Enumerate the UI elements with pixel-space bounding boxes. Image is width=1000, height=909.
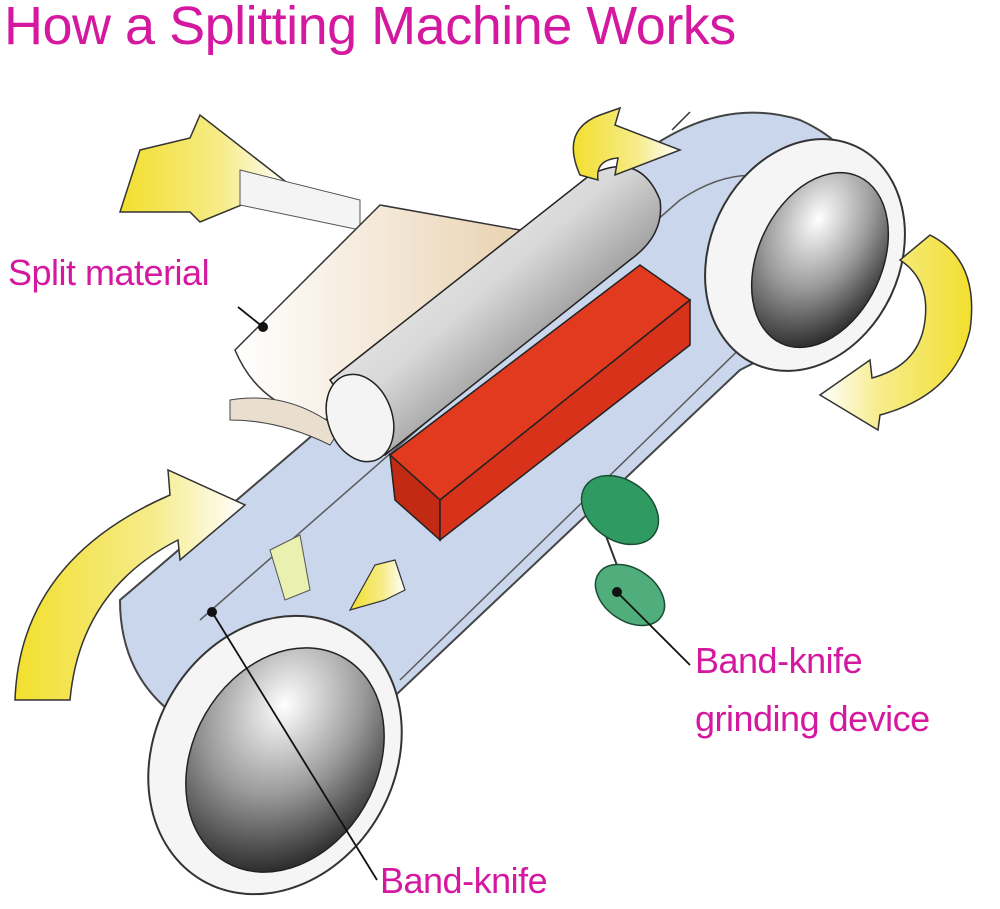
rear-pulley [704,138,906,372]
front-pulley [147,614,403,896]
pressure-block [388,264,692,542]
inner-arrow-icon [269,534,406,611]
feed-roller [325,166,662,463]
leader-dots [207,322,622,617]
band-direction-arrow-right-icon [818,234,973,432]
roller-rotation-arrow-icon [572,106,691,182]
grinding-wheel-icon [580,474,666,627]
label-grinding-device-line1: Band-knife [695,640,863,681]
leader-lines [211,306,691,881]
feed-direction-arrow-left-icon [14,468,247,701]
page-title: How a Splitting Machine Works [4,0,736,56]
label-split-material: Split material [8,252,210,293]
exit-arrow-icon [118,113,361,231]
label-band-knife: Band-knife [380,860,548,901]
label-grinding-device-line2: grinding device [695,698,930,739]
